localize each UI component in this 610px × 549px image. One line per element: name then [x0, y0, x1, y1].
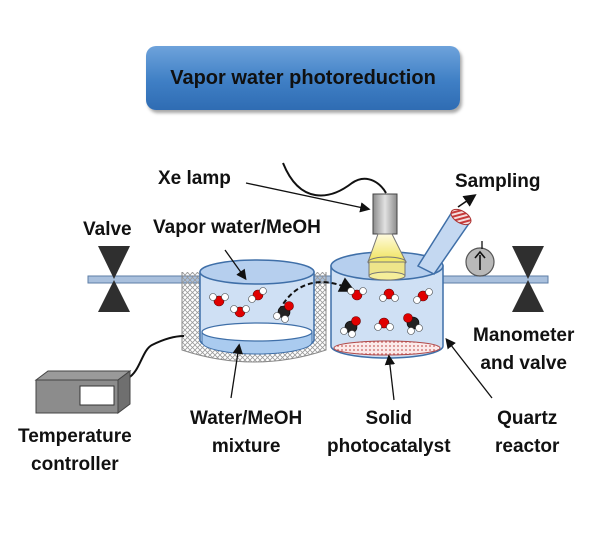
- molecule-icon: [403, 313, 423, 335]
- label-solid-photocatalyst: Solid photocatalyst: [327, 405, 451, 461]
- molecules: [209, 287, 433, 338]
- label-mixture-line1: Water/MeOH: [190, 408, 303, 429]
- label-quartz-line2: reactor: [495, 436, 560, 457]
- molecule-icon: [209, 293, 229, 307]
- label-temperature-line1: Temperature: [18, 426, 132, 447]
- evaporator-vessel: [199, 259, 315, 355]
- label-mixture-line2: mixture: [211, 436, 281, 457]
- diagram-title: Vapor water photoreduction: [170, 66, 436, 89]
- title-banner: Vapor water photoreduction: [146, 46, 460, 110]
- leader-lines: [224, 182, 493, 401]
- molecule-icon: [340, 316, 361, 338]
- molecule-icon: [374, 317, 394, 331]
- label-mixture: Water/MeOH mixture: [190, 405, 302, 461]
- controller-cable: [127, 335, 185, 379]
- temperature-controller-icon: [34, 370, 132, 414]
- label-manometer: Manometer and valve: [473, 322, 574, 378]
- label-sampling: Sampling: [455, 171, 541, 192]
- label-manometer-line1: Manometer: [473, 325, 575, 346]
- molecule-icon: [248, 287, 267, 303]
- molecule-icon: [273, 301, 294, 323]
- xe-lamp-icon: [282, 162, 407, 281]
- label-temperature-controller: Temperature controller: [18, 423, 132, 479]
- manometer-icon: [465, 247, 495, 277]
- outlet-valve-icon[interactable]: [512, 246, 544, 312]
- label-xe-lamp: Xe lamp: [158, 168, 231, 189]
- label-vapor: Vapor water/MeOH: [153, 217, 321, 238]
- molecule-icon: [413, 288, 433, 304]
- molecule-icon: [379, 288, 399, 302]
- valve-icon[interactable]: [98, 246, 130, 312]
- sampling-arrow: [457, 194, 477, 208]
- label-valve: Valve: [83, 219, 132, 240]
- label-quartz-reactor: Quartz reactor: [495, 405, 559, 461]
- molecule-icon: [347, 287, 367, 301]
- label-quartz-line1: Quartz: [497, 408, 558, 429]
- label-temperature-line2: controller: [31, 454, 119, 475]
- molecule-icon: [230, 305, 250, 318]
- label-solid-line2: photocatalyst: [327, 436, 451, 457]
- label-manometer-line2: and valve: [480, 353, 567, 374]
- sampling-port: [416, 208, 472, 275]
- label-solid-line1: Solid: [365, 408, 412, 429]
